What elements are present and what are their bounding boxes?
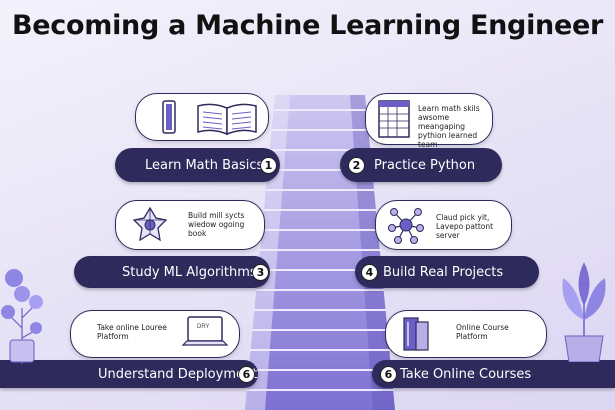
deployment-card: Take online Louree Platform DRY [70, 310, 240, 358]
python-note: Learn math skils awsome meangaping pythi… [418, 104, 480, 149]
algorithms-note: Build mill sycts wiedow ogoing book [188, 211, 245, 238]
projects-card: Claud pick yit, Lavepo pattont server [375, 200, 512, 250]
notebook-icon [378, 100, 410, 138]
open-book-icon [197, 103, 257, 136]
laptop-icon [181, 316, 229, 346]
step-number-badge: 3 [252, 263, 269, 281]
step-label: Understand Deployment [98, 366, 258, 382]
step-number-badge: 6 [380, 365, 397, 383]
page-title: Becoming a Machine Learning Engineer [12, 10, 603, 41]
algorithms-card: Build mill sycts wiedow ogoing book [115, 200, 265, 250]
step-bar-learn-math: Learn Math Basics 1 [115, 148, 280, 182]
step-bar-study-ml: Study ML Algorithms 3 [74, 256, 270, 288]
courses-card: Online Course Platform [385, 310, 547, 358]
step-label: Study ML Algorithms [122, 264, 257, 280]
step-number-badge: 4 [361, 263, 378, 281]
staircase [245, 95, 395, 410]
books-icon [403, 317, 429, 351]
left-plant-illustration [1, 269, 43, 364]
network-icon [132, 206, 168, 242]
step-label: Take Online Courses [400, 366, 532, 382]
step-number-badge: 1 [260, 156, 277, 174]
tablet-icon [162, 100, 176, 134]
step-label: Build Real Projects [383, 264, 504, 280]
python-card: Learn math skils awsome meangaping pythi… [365, 93, 493, 149]
math-card [135, 93, 269, 141]
step-bar-practice-python: 2 Practice Python [340, 148, 502, 182]
step-number-badge: 2 [348, 156, 365, 174]
step-number-badge: 6 [238, 365, 255, 383]
step-label: Learn Math Basics [145, 157, 264, 173]
projects-note: Claud pick yit, Lavepo pattont server [436, 213, 494, 240]
step-bar-deployment: Understand Deployment 6 [0, 360, 258, 388]
step-bar-online-courses: 6 Take Online Courses [372, 360, 615, 388]
laptop-screen-text: DRY [197, 324, 210, 330]
right-plant-illustration [562, 262, 606, 362]
cluster-icon [388, 208, 424, 244]
step-bar-build-projects: 4 Build Real Projects [355, 256, 539, 288]
courses-note: Online Course Platform [456, 323, 509, 341]
deployment-note: Take online Louree Platform [97, 323, 167, 341]
step-label: Practice Python [374, 157, 476, 173]
